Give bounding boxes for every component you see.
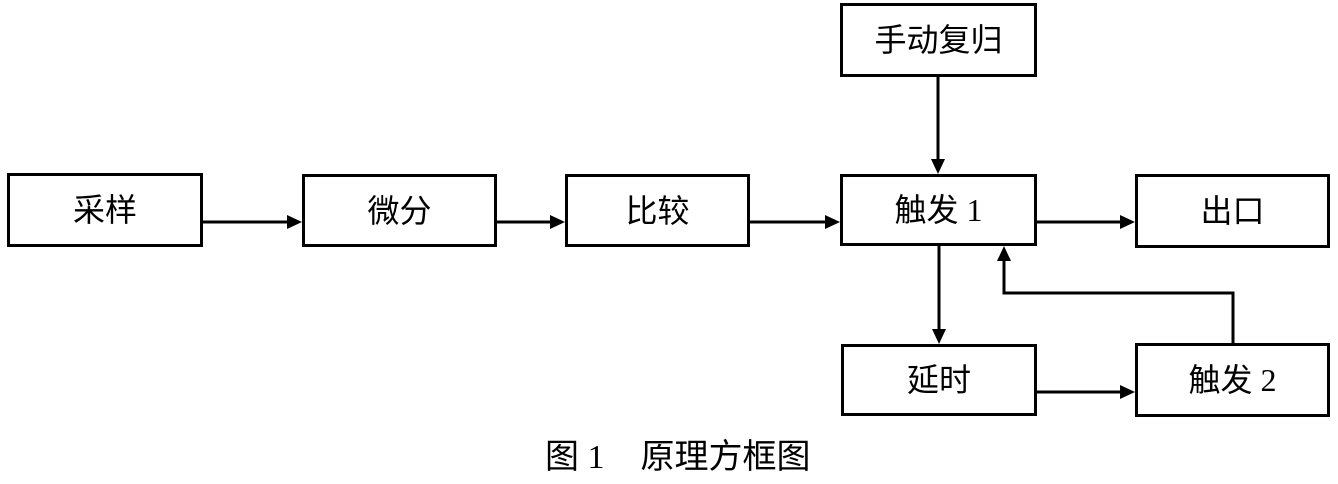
arrow-trigger-2-to-trigger-1 xyxy=(1002,260,1235,343)
node-manual-reset: 手动复归 xyxy=(840,3,1037,77)
arrowhead-differentiation-to-comparison xyxy=(550,215,565,229)
node-trigger-2: 触发 2 xyxy=(1135,343,1330,417)
node-differentiation: 微分 xyxy=(302,174,497,247)
arrowhead-delay-to-trigger-2 xyxy=(1120,385,1135,399)
node-trigger-1-label: 触发 1 xyxy=(894,192,983,228)
arrowhead-trigger-1-to-delay xyxy=(932,329,946,344)
arrowhead-sampling-to-differentiation xyxy=(287,215,302,229)
node-outlet: 出口 xyxy=(1135,174,1330,248)
arrowhead-trigger-2-to-trigger-1 xyxy=(997,246,1011,261)
node-comparison-label: 比较 xyxy=(625,192,690,229)
arrowhead-comparison-to-trigger-1 xyxy=(825,215,840,229)
arrowhead-trigger-1-to-outlet xyxy=(1120,215,1135,229)
arrowhead-manual-reset-to-trigger-1 xyxy=(931,159,945,174)
node-trigger-1: 触发 1 xyxy=(840,174,1037,246)
node-delay: 延时 xyxy=(841,344,1037,416)
node-delay-label: 延时 xyxy=(906,362,971,398)
node-differentiation-label: 微分 xyxy=(367,192,432,229)
node-outlet-label: 出口 xyxy=(1200,193,1265,229)
figure-caption-title: 原理方框图 xyxy=(640,439,811,476)
figure-caption: 图 1 原理方框图 xyxy=(545,441,811,475)
node-comparison: 比较 xyxy=(565,174,750,247)
node-manual-reset-label: 手动复归 xyxy=(874,22,1003,58)
node-sampling: 采样 xyxy=(7,173,203,247)
node-sampling-label: 采样 xyxy=(72,192,137,228)
node-trigger-2-label: 触发 2 xyxy=(1188,362,1277,398)
figure-caption-number: 图 1 xyxy=(545,439,605,476)
